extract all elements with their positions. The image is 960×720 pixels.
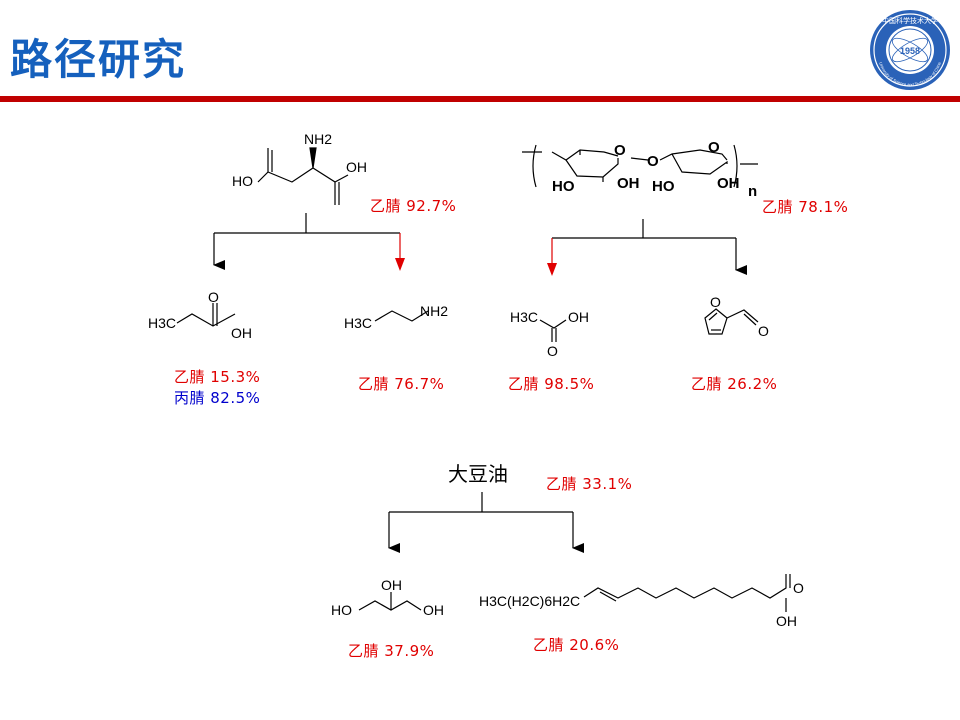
cellulose-branch-lines [552, 219, 747, 275]
oleic-acid-structure [583, 574, 791, 612]
propylamine-structure [374, 310, 429, 322]
furfural-o-ring-label: O [710, 294, 721, 310]
acetic-oh-label: OH [568, 309, 589, 325]
soybean-yield: 乙腈 33.1% [546, 475, 633, 493]
aspartic-yield: 乙腈 92.7% [370, 197, 457, 215]
cellulose-link-o: O [647, 153, 659, 170]
oleic-chain-label: H3C(H2C)6H2C [479, 593, 580, 609]
aspartic-acid-structure [257, 147, 349, 205]
aspartic-branch-lines [213, 213, 400, 270]
acetic-acid-structure [539, 319, 567, 342]
oleic-oh-label: OH [776, 613, 797, 629]
propionic-acid-structure [176, 303, 236, 327]
university-logo: 1958 中国科学技术大学 University of Science and … [870, 10, 950, 90]
acetic-yield: 乙腈 98.5% [508, 375, 595, 393]
propionic-h3c-label: H3C [148, 315, 176, 331]
furfural-structure [704, 308, 759, 335]
cellulose-yield: 乙腈 78.1% [762, 198, 849, 216]
aspartic-oh-label: OH [346, 159, 367, 175]
furfural-o-ald-label: O [758, 323, 769, 339]
glycerol-structure [358, 592, 422, 611]
logo-top-text: 中国科学技术大学 [882, 16, 938, 25]
propionic-yield-propionitrile: 丙腈 82.5% [174, 389, 261, 407]
glycerol-oh-right-label: OH [423, 602, 444, 618]
acetic-h3c-label: H3C [510, 309, 538, 325]
soybean-branch-lines [388, 492, 584, 553]
glycerol-oh-top-label: OH [381, 577, 402, 593]
soybean-oil-label: 大豆油 [448, 462, 508, 486]
cellulose-structure [522, 144, 758, 188]
cellulose-ho2-label: HO [652, 178, 675, 195]
propylamine-h3c-label: H3C [344, 315, 372, 331]
cellulose-arrowhead-red [547, 263, 557, 276]
logo-year: 1958 [900, 46, 920, 56]
aspartic-ho-label: HO [232, 173, 253, 189]
cellulose-n-label: n [748, 183, 757, 200]
cellulose-ho1-label: HO [552, 178, 575, 195]
propylamine-nh2-label: NH2 [420, 303, 448, 319]
glycerol-ho-label: HO [331, 602, 352, 618]
aspartic-nh2-label: NH2 [304, 131, 332, 147]
cellulose-oh1-label: OH [617, 175, 640, 192]
propylamine-yield: 乙腈 76.7% [358, 375, 445, 393]
cellulose-ring-o1: O [614, 142, 626, 159]
furfural-yield: 乙腈 26.2% [691, 375, 778, 393]
page-title: 路径研究 [10, 35, 187, 84]
aspartic-arrowhead-red [395, 258, 405, 271]
propionic-oh-label: OH [231, 325, 252, 341]
title-divider [0, 96, 960, 102]
oleic-yield: 乙腈 20.6% [533, 636, 620, 654]
glycerol-yield: 乙腈 37.9% [348, 642, 435, 660]
propionic-yield-acetonitrile: 乙腈 15.3% [174, 368, 261, 386]
propionic-o-label: O [208, 289, 219, 305]
acetic-o-label: O [547, 343, 558, 359]
cellulose-oh2-label: OH [717, 175, 740, 192]
oleic-o-label: O [793, 580, 804, 596]
cellulose-ring-o2: O [708, 139, 720, 156]
